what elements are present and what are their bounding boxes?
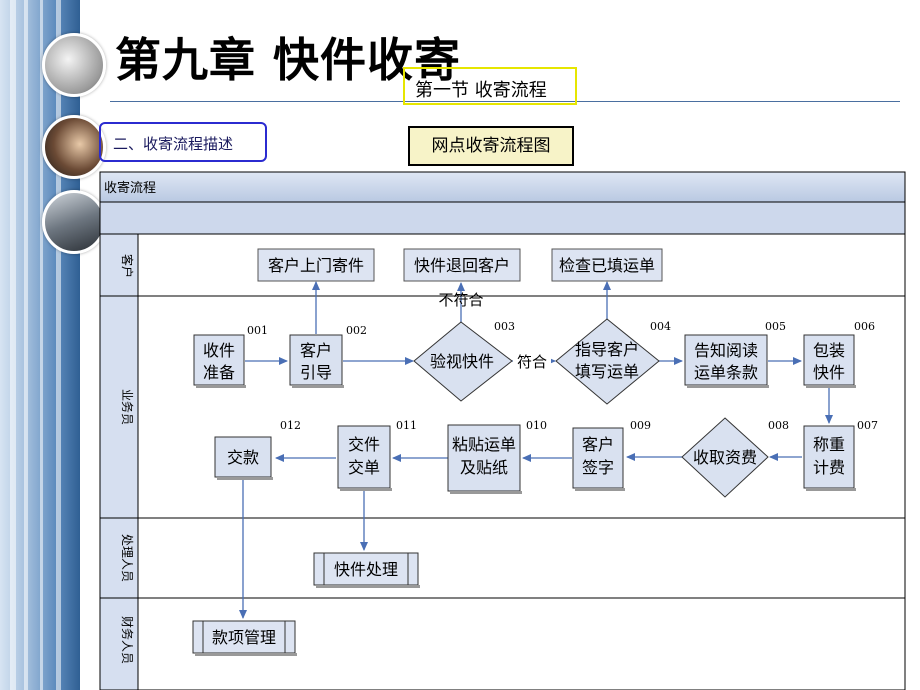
svg-text:准备: 准备 xyxy=(203,363,235,382)
node-f1: 款项管理 xyxy=(192,620,297,656)
svg-text:粘贴运单: 粘贴运单 xyxy=(452,435,516,454)
svg-text:称重: 称重 xyxy=(813,435,845,454)
svg-text:指导客户: 指导客户 xyxy=(575,340,639,359)
svg-text:填写运单: 填写运单 xyxy=(575,362,639,381)
node-c2: 快件退回客户 xyxy=(403,248,521,282)
node-008: 收取资费 008 xyxy=(681,417,789,498)
node-003: 验视快件 003 xyxy=(413,320,515,402)
node-011: 交件 交单 011 xyxy=(337,419,417,491)
node-c3: 检查已填运单 xyxy=(551,248,663,282)
svg-text:验视快件: 验视快件 xyxy=(430,352,494,371)
diagram-title: 网点收寄流程图 xyxy=(408,126,574,166)
svg-text:交单: 交单 xyxy=(348,458,380,477)
svg-text:008: 008 xyxy=(768,419,789,432)
node-009: 客户 签字 009 xyxy=(572,419,651,491)
lane-label-finance: 财务人员 xyxy=(120,616,135,664)
svg-text:011: 011 xyxy=(396,419,417,432)
svg-text:007: 007 xyxy=(857,419,878,432)
svg-text:快件处理: 快件处理 xyxy=(334,560,398,579)
svg-text:003: 003 xyxy=(494,320,515,333)
node-002: 客户 引导 002 xyxy=(289,324,367,388)
thumb-image-2 xyxy=(42,115,106,179)
lane-header-column xyxy=(99,233,139,690)
node-010: 粘贴运单 及贴纸 010 xyxy=(447,419,547,494)
node-001: 收件 准备 001 xyxy=(193,324,268,388)
svg-text:006: 006 xyxy=(854,320,875,333)
svg-text:001: 001 xyxy=(247,324,268,337)
svg-text:客户: 客户 xyxy=(300,341,332,360)
section-label: 第一节 收寄流程 xyxy=(403,67,577,105)
edge-label-pass: 符合 xyxy=(517,353,547,371)
svg-text:收件: 收件 xyxy=(203,341,235,360)
svg-text:及贴纸: 及贴纸 xyxy=(460,458,508,477)
svg-text:009: 009 xyxy=(630,419,651,432)
svg-text:002: 002 xyxy=(346,324,367,337)
thumb-image-1 xyxy=(42,33,106,97)
svg-text:005: 005 xyxy=(765,320,786,333)
svg-text:012: 012 xyxy=(280,419,301,432)
svg-text:交件: 交件 xyxy=(348,435,380,454)
svg-text:签字: 签字 xyxy=(582,458,614,477)
svg-text:004: 004 xyxy=(650,320,671,333)
node-p1: 快件处理 xyxy=(313,552,420,588)
svg-text:客户上门寄件: 客户上门寄件 xyxy=(268,256,364,275)
svg-text:收取资费: 收取资费 xyxy=(693,448,757,467)
svg-text:告知阅读: 告知阅读 xyxy=(694,341,758,360)
lane-label-handler: 处理人员 xyxy=(120,534,134,582)
svg-text:计费: 计费 xyxy=(813,458,845,477)
pool-header xyxy=(99,171,906,203)
node-007: 称重 计费 007 xyxy=(803,419,878,491)
connectors xyxy=(239,281,833,619)
svg-text:检查已填运单: 检查已填运单 xyxy=(559,256,655,275)
title-divider xyxy=(110,101,900,102)
edge-label-bg xyxy=(513,350,551,372)
svg-text:包装: 包装 xyxy=(813,341,845,360)
edge-label-fail: 不符合 xyxy=(438,291,483,309)
svg-text:交款: 交款 xyxy=(227,448,259,467)
subsection-label: 二、收寄流程描述 xyxy=(99,122,267,162)
svg-text:快件: 快件 xyxy=(813,363,845,382)
svg-text:010: 010 xyxy=(526,419,547,432)
svg-text:引导: 引导 xyxy=(300,363,332,382)
node-012: 交款 012 xyxy=(214,419,301,480)
phase-header xyxy=(99,201,906,235)
page-title: 第九章 快件收寄 xyxy=(115,33,462,87)
svg-text:款项管理: 款项管理 xyxy=(212,628,276,647)
svg-text:客户: 客户 xyxy=(582,435,614,454)
node-005: 告知阅读 运单条款 005 xyxy=(684,320,786,388)
svg-text:运单条款: 运单条款 xyxy=(694,363,758,382)
lane-label-customer: 客户 xyxy=(120,254,135,278)
node-006: 包装 快件 006 xyxy=(803,320,875,388)
lane-label-courier: 业务员 xyxy=(120,389,135,425)
node-c1: 客户上门寄件 xyxy=(257,248,375,282)
node-004: 指导客户 填写运单 004 xyxy=(555,318,671,405)
svg-text:快件退回客户: 快件退回客户 xyxy=(414,256,510,275)
pool-title: 收寄流程 xyxy=(104,180,156,196)
